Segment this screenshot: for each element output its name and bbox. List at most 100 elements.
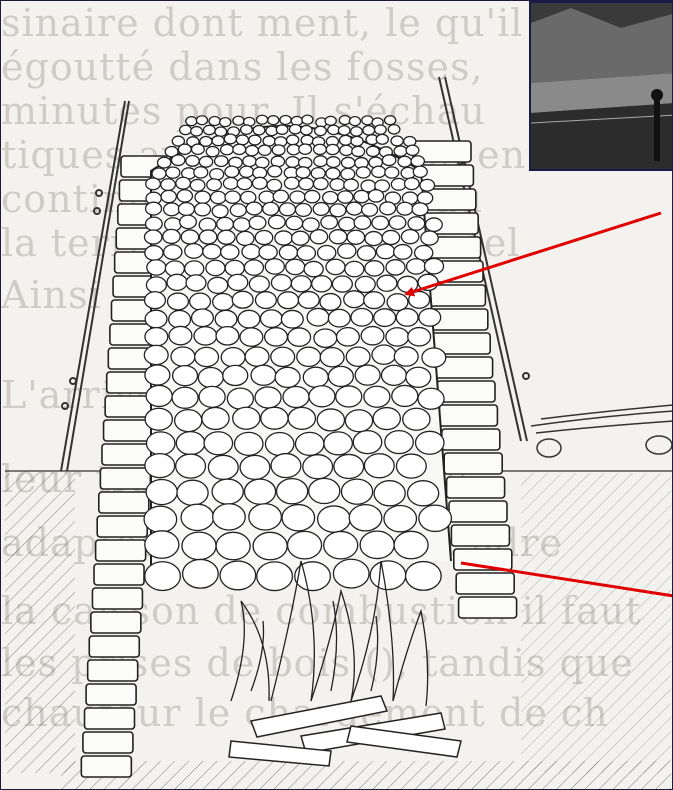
stone — [286, 259, 305, 274]
stone — [167, 274, 187, 290]
stone — [325, 116, 336, 125]
stone — [320, 294, 341, 311]
stone — [394, 245, 412, 260]
stone — [411, 156, 424, 167]
stone — [361, 327, 384, 345]
stone — [339, 116, 350, 125]
stone — [145, 531, 179, 558]
stone — [168, 293, 189, 310]
brick — [89, 636, 139, 657]
stone — [216, 532, 250, 559]
stone — [185, 261, 204, 276]
stone — [406, 367, 431, 387]
stone — [314, 178, 329, 190]
brick — [439, 405, 497, 426]
stone — [413, 166, 427, 177]
stone — [145, 562, 181, 591]
stone — [287, 135, 299, 145]
stone — [180, 215, 197, 228]
stone — [146, 432, 174, 455]
stone — [396, 454, 426, 478]
stone — [172, 387, 198, 408]
stone — [255, 292, 276, 309]
stone — [217, 217, 234, 230]
stone — [195, 191, 210, 203]
brick — [444, 453, 502, 474]
stone — [382, 155, 395, 166]
stone — [288, 531, 322, 558]
stone — [207, 179, 222, 191]
stone — [317, 409, 344, 431]
stone — [373, 408, 400, 430]
brick — [92, 588, 142, 609]
stone — [299, 178, 314, 190]
stone — [223, 365, 248, 385]
stone — [290, 191, 305, 203]
stone — [419, 309, 441, 327]
stone — [178, 203, 194, 216]
stone — [228, 274, 248, 290]
stone — [409, 291, 430, 308]
stone — [251, 365, 276, 385]
stone — [281, 310, 303, 328]
stone — [236, 135, 248, 145]
stone — [389, 216, 406, 229]
stone — [385, 116, 396, 125]
stone — [221, 348, 245, 367]
stone — [275, 231, 292, 245]
stone — [406, 562, 442, 591]
stone — [385, 431, 413, 454]
stone — [277, 479, 308, 504]
stone — [255, 387, 281, 408]
brick — [427, 285, 485, 306]
stone — [292, 231, 309, 245]
stone — [391, 178, 406, 190]
stone — [145, 310, 167, 328]
stone — [351, 136, 363, 146]
stone — [385, 167, 399, 178]
stone — [416, 431, 444, 454]
stone — [210, 169, 224, 180]
stone — [338, 244, 356, 259]
stone — [177, 480, 208, 505]
stone — [300, 125, 312, 134]
stone — [144, 506, 177, 532]
stone — [374, 309, 396, 327]
stone — [364, 292, 385, 309]
stone — [227, 388, 253, 409]
stone — [166, 167, 180, 178]
stone — [158, 157, 171, 168]
stone — [310, 230, 327, 244]
stone — [357, 246, 375, 261]
stone — [208, 455, 238, 479]
stone — [145, 454, 175, 478]
brick — [94, 564, 144, 585]
stone — [185, 244, 203, 259]
stone — [146, 385, 172, 406]
stone — [396, 309, 418, 327]
stone — [284, 177, 299, 189]
stone — [145, 246, 163, 261]
stone — [330, 204, 346, 217]
stone — [354, 216, 371, 229]
stone — [283, 386, 309, 407]
stone — [339, 135, 351, 145]
stone — [144, 345, 168, 364]
stone — [338, 126, 350, 135]
stone — [204, 432, 232, 455]
stone — [177, 190, 192, 202]
stone — [220, 118, 231, 127]
stone — [394, 146, 407, 156]
stone — [213, 504, 246, 530]
stone — [332, 276, 352, 292]
stone — [328, 366, 353, 386]
stone — [259, 245, 277, 260]
stone — [203, 244, 221, 259]
stone — [362, 203, 378, 216]
stone — [398, 156, 411, 167]
stone — [382, 230, 399, 244]
brick — [96, 540, 146, 561]
stone — [321, 216, 338, 229]
stone — [233, 218, 250, 231]
